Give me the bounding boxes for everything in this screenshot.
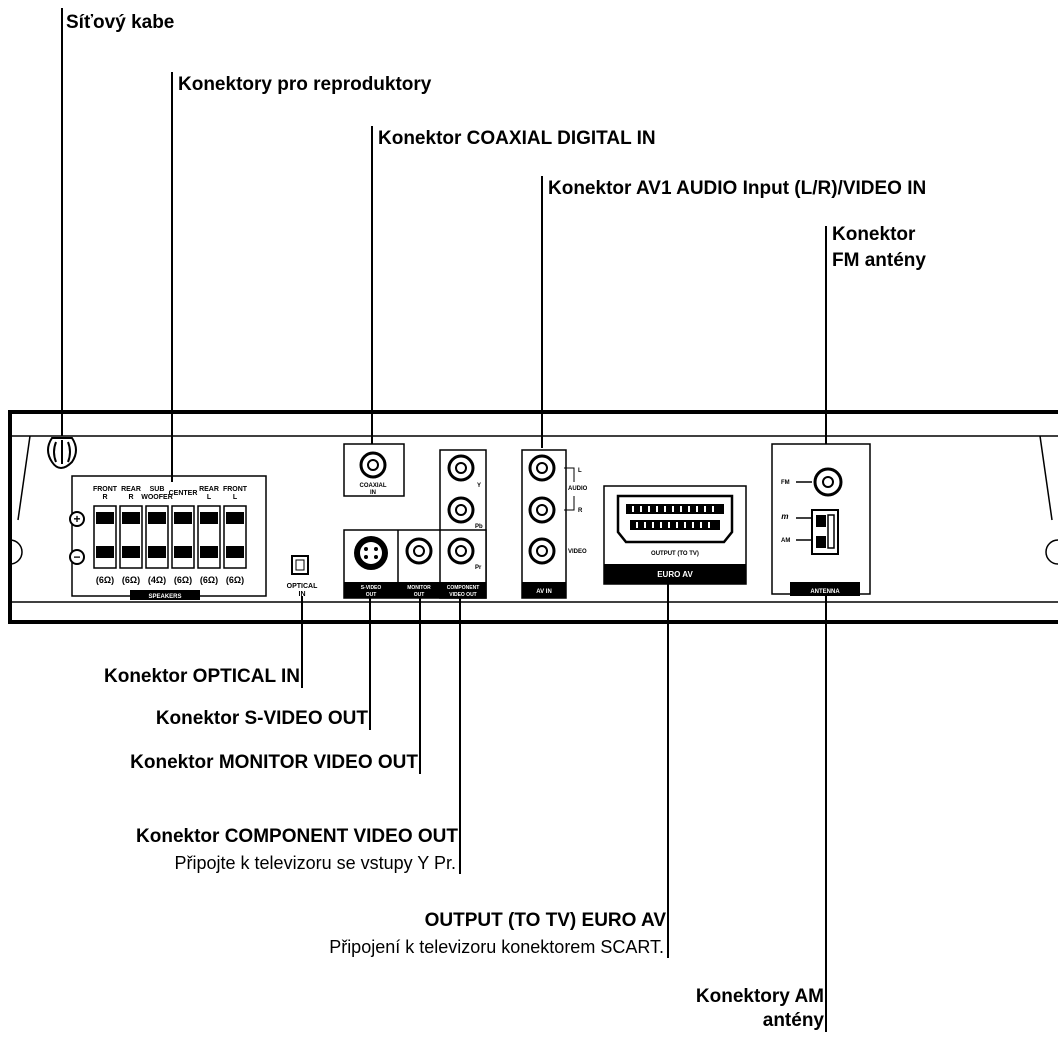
speaker-sub-label: SUB — [150, 486, 165, 493]
power-cord-icon — [47, 437, 77, 469]
speaker-connectors-callout: Konektory pro reproduktory — [178, 74, 432, 95]
am-antenna-callout-line2: antény — [762, 1010, 824, 1031]
euro-av-label: EURO AV — [657, 570, 693, 579]
av-in-group: L AUDIO R VIDEO AV IN — [521, 449, 588, 599]
audio-label: AUDIO — [568, 486, 588, 492]
impedance-front-r: (6Ω) — [96, 575, 114, 585]
speaker-front-r-side: R — [102, 494, 107, 501]
impedance-rear-l: (6Ω) — [200, 575, 218, 585]
fm-label: FM — [781, 480, 790, 486]
component-out-callout: Konektor COMPONENT VIDEO OUT — [136, 826, 458, 847]
monitor-label: MONITOR — [407, 585, 431, 591]
speaker-center-label: CENTER — [169, 490, 198, 497]
monitor-out-callout: Konektor MONITOR VIDEO OUT — [130, 752, 418, 773]
coaxial-in-callout: Konektor COAXIAL DIGITAL IN — [378, 128, 656, 149]
audio-l-label: L — [578, 468, 582, 474]
monitor-label-out: OUT — [414, 592, 425, 598]
impedance-front-l: (6Ω) — [226, 575, 244, 585]
svideo-label: S-VIDEO — [361, 585, 382, 591]
speaker-front-l-label: FRONT — [223, 486, 248, 493]
euro-av-note: Připojení k televizoru konektorem SCART. — [329, 937, 664, 957]
am-label: AM — [781, 538, 790, 544]
av-in-label: AV IN — [536, 589, 552, 595]
svideo-out-callout: Konektor S-VIDEO OUT — [155, 708, 368, 729]
speakers-label: SPEAKERS — [148, 594, 181, 600]
minus-sign: − — [73, 550, 80, 564]
speaker-rear-r-label: REAR — [121, 486, 141, 493]
plus-sign: + — [73, 512, 80, 526]
coaxial-in-jack: COAXIAL IN — [343, 443, 405, 497]
euro-av-scart: OUTPUT (TO TV) EURO AV — [603, 485, 747, 585]
coaxial-label-in: IN — [370, 490, 376, 496]
component-label-out: VIDEO OUT — [449, 592, 477, 598]
impedance-rear-r: (6Ω) — [122, 575, 140, 585]
optical-label-in: IN — [299, 591, 306, 598]
leader-lines — [61, 8, 827, 1032]
optical-in-jack: OPTICAL IN — [287, 555, 318, 598]
pb-label: Pb — [475, 524, 483, 530]
component-label: COMPONENT — [447, 585, 480, 591]
speaker-front-l-side: L — [233, 494, 238, 501]
speaker-front-r-label: FRONT — [93, 486, 118, 493]
speaker-rear-r-side: R — [128, 494, 133, 501]
svideo-label-out: OUT — [366, 592, 377, 598]
speaker-rear-l-label: REAR — [199, 486, 219, 493]
y-label: Y — [477, 483, 481, 489]
video-output-group: Y Pb Pr S-VIDEO OUT MONITOR OUT COMPONEN… — [343, 449, 487, 599]
optical-label: OPTICAL — [287, 583, 318, 590]
speaker-sub-woofer: WOOFER — [141, 494, 173, 501]
ground-icon: ᵐ — [781, 511, 789, 525]
impedance-center: (6Ω) — [174, 575, 192, 585]
output-to-tv-label: OUTPUT (TO TV) — [651, 551, 699, 557]
speaker-rear-l-side: L — [207, 494, 212, 501]
chassis — [8, 410, 1058, 624]
impedance-sub: (4Ω) — [148, 575, 166, 585]
av1-in-callout: Konektor AV1 AUDIO Input (L/R)/VIDEO IN — [548, 178, 927, 199]
fm-antenna-callout-line2: FM antény — [832, 250, 926, 271]
speaker-terminals: FRONT R REAR R SUB WOOFER CENTER REAR L … — [69, 475, 267, 600]
component-out-note: Připojte k televizoru se vstupy Y Pr. — [174, 853, 456, 873]
power-cable-callout: Síťový kabe — [66, 12, 175, 33]
optical-in-callout: Konektor OPTICAL IN — [104, 666, 300, 687]
euro-av-callout: OUTPUT (TO TV) EURO AV — [424, 910, 666, 931]
antenna-label: ANTENNA — [810, 589, 840, 595]
antenna-group: FM AM ᵐ ANTENNA — [771, 443, 871, 596]
fm-antenna-callout-line1: Konektor — [832, 224, 916, 245]
audio-r-label: R — [578, 508, 583, 514]
coaxial-label: COAXIAL — [360, 483, 387, 489]
pr-label: Pr — [475, 565, 482, 571]
am-antenna-callout-line1: Konektory AM — [695, 986, 824, 1007]
video-label: VIDEO — [568, 549, 587, 555]
